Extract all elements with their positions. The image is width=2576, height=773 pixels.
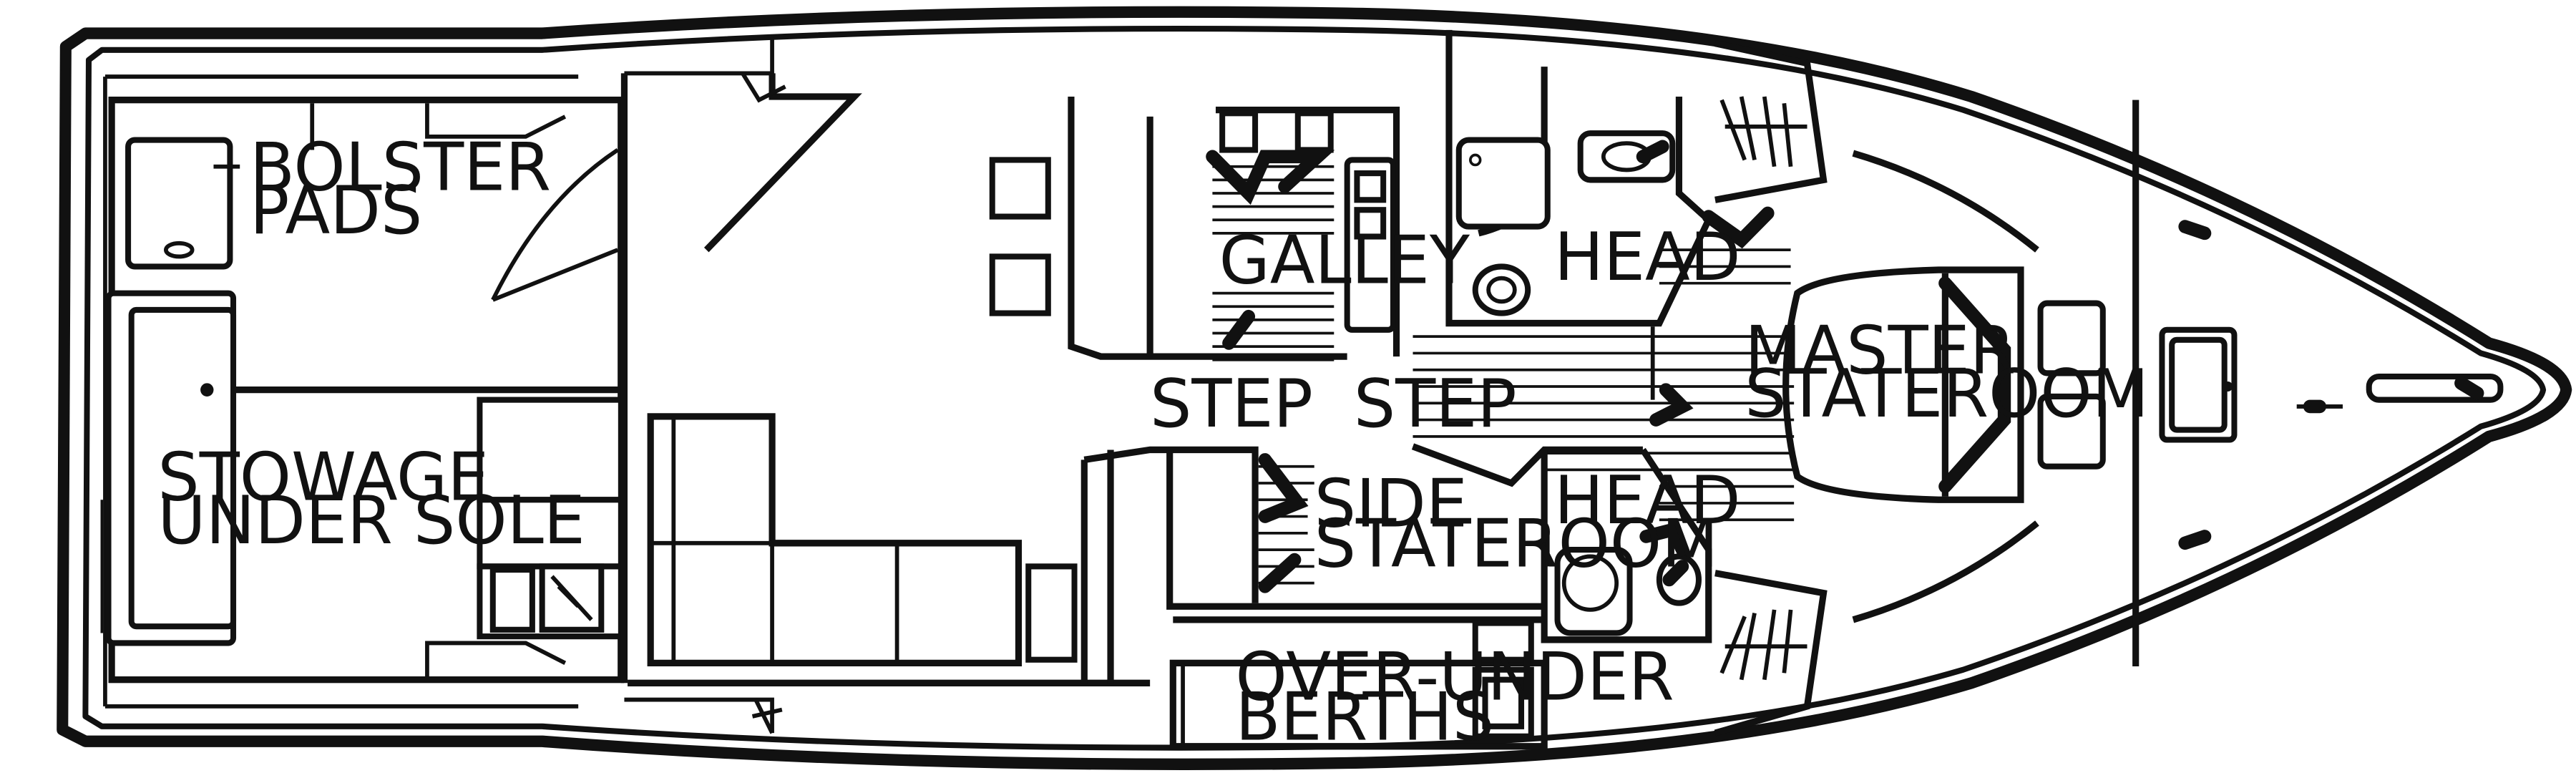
- aft-head: [1541, 447, 1712, 643]
- salon-chair-2: [989, 253, 1051, 316]
- galley-decking: [1212, 165, 1335, 361]
- salon: [620, 72, 1347, 734]
- berth-storage-1: [1472, 620, 1534, 663]
- galley: [1206, 106, 1400, 361]
- nightstand-2: [2037, 393, 2106, 470]
- label-under-sole: UNDER SOLE: [157, 481, 585, 559]
- nightstand-1: [2037, 300, 2106, 376]
- aft-cockpit: [100, 96, 625, 684]
- label-head-aft: HEAD: [1554, 461, 1741, 539]
- label-side-stateroom: STATEROOM: [1314, 505, 1719, 583]
- label-galley: GALLEY: [1219, 221, 1470, 299]
- fwd-head-sink: [1577, 130, 1676, 183]
- hanging-locker-lines-bottom: [1719, 609, 1807, 681]
- labels: BOLSTER PADS STOWAGE UNDER SOLE GALLEY H…: [157, 128, 2149, 756]
- side-stateroom: [1080, 443, 1643, 684]
- label-over-under: OVER-UNDER: [1236, 638, 1674, 716]
- forward-head: [1445, 29, 1713, 327]
- shower-stall: [1455, 137, 1551, 230]
- hanging-locker-lines-top: [1719, 96, 1807, 167]
- salon-settee: [647, 413, 1023, 667]
- label-step-aft: STEP: [1150, 364, 1313, 442]
- hatch-latch: [200, 383, 214, 397]
- fwd-toilet: [1472, 263, 1531, 316]
- label-master: MASTER: [1745, 311, 2015, 389]
- label-stowage: STOWAGE: [157, 438, 489, 516]
- island-berth: [1782, 266, 2024, 503]
- aft-head-sink: [1656, 553, 1702, 606]
- bolster-pad-hatch: [125, 137, 233, 270]
- label-berths: BERTHS: [1236, 678, 1495, 756]
- salon-chair-1: [989, 157, 1051, 220]
- label-head-forward: HEAD: [1554, 218, 1741, 296]
- label-side: SIDE: [1314, 465, 1468, 543]
- over-under-berths: [1169, 616, 1548, 750]
- label-bolster: BOLSTER: [250, 128, 551, 206]
- berth-frame: [1169, 659, 1548, 750]
- foredeck: [2132, 99, 2504, 667]
- label-master-stateroom: STATEROOM: [1745, 354, 2149, 432]
- label-pads: PADS: [250, 171, 422, 249]
- aft-toilet: [1561, 554, 1619, 612]
- label-step-forward: STEP: [1354, 364, 1517, 442]
